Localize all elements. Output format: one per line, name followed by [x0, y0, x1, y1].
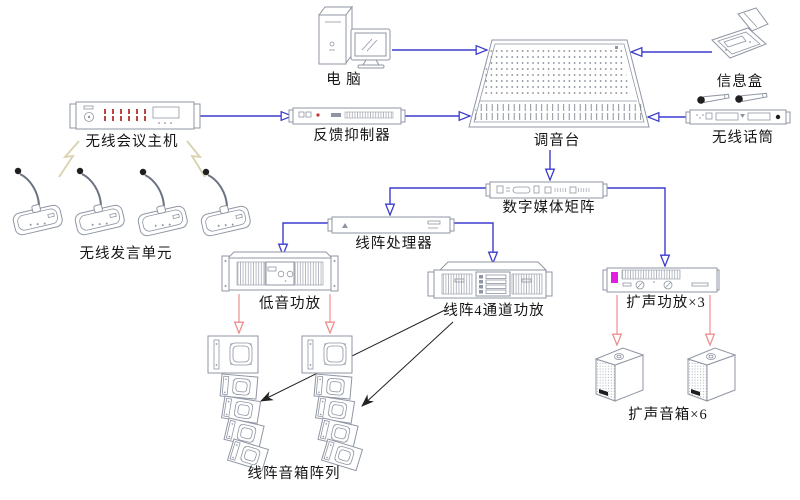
line-array-node: 线阵音箱阵列	[208, 336, 362, 482]
computer-node: 电 脑	[318, 5, 391, 88]
wireless-mic-node: 无线话筒	[685, 92, 791, 146]
array-amp-label: 线阵4通道功放	[443, 302, 544, 319]
info-box-label: 信息盒	[717, 73, 764, 90]
pa-speaker-icon	[595, 347, 644, 402]
conference-host-node: 无线会议主机	[69, 101, 201, 150]
computer-tower-icon	[318, 5, 353, 65]
media-matrix-icon	[485, 181, 608, 199]
array-processor-icon	[327, 216, 455, 234]
gooseneck-mic-icon	[72, 166, 127, 238]
bass-amp-node: 低音功放	[221, 251, 339, 312]
pa-amp-node: 扩声功放×3	[602, 267, 720, 311]
mixer-node: 调音台	[468, 39, 650, 149]
info-box-node: 信息盒	[711, 7, 769, 90]
mixer-label: 调音台	[534, 132, 581, 149]
conference-host-icon	[69, 101, 201, 130]
conn-matrix-processor	[390, 187, 490, 215]
gooseneck-mic-icon	[10, 166, 65, 238]
computer-label: 电 脑	[326, 71, 362, 88]
pa-amp-icon	[602, 267, 720, 293]
gooseneck-mic-icon	[198, 167, 253, 239]
feedback-suppressor-label: 反馈抑制器	[313, 127, 391, 144]
bass-amp-icon	[221, 251, 339, 292]
conn-arrayamp-array-left	[260, 309, 446, 402]
gooseneck-mic-icon	[135, 167, 190, 239]
wireless-link-left	[58, 140, 80, 178]
feedback-suppressor-icon	[288, 107, 406, 125]
computer-monitor-icon	[350, 28, 391, 69]
wireless-mic-label: 无线话筒	[712, 129, 774, 146]
pa-speakers-label: 扩声音箱×6	[628, 405, 707, 423]
line-array-stack-icon	[208, 336, 268, 471]
array-processor-node: 线阵处理器	[327, 216, 455, 252]
floor-socket-icon	[711, 7, 769, 59]
conn-arrayamp-array-right	[361, 321, 454, 407]
conn-matrix-paamp	[603, 187, 665, 266]
connections	[58, 50, 712, 407]
line-array-label: 线阵音箱阵列	[248, 465, 341, 482]
feedback-suppressor-node: 反馈抑制器	[288, 107, 406, 144]
line-array-stack-icon	[302, 336, 362, 471]
conn-processor-bassamp	[283, 222, 332, 255]
conn-processor-arrayamp	[450, 222, 493, 263]
mic-receiver-icon	[685, 109, 791, 125]
media-matrix-label: 数字媒体矩阵	[503, 199, 596, 216]
pa-amp-label: 扩声功放×3	[626, 293, 705, 311]
pa-speakers-node: 扩声音箱×6	[595, 347, 736, 423]
wireless-link-right	[186, 140, 206, 178]
speech-units-node: 无线发言单元	[10, 166, 253, 262]
conference-host-label: 无线会议主机	[86, 133, 179, 150]
handheld-mic-icon	[735, 92, 768, 103]
array-amp-node: 线阵4通道功放	[427, 261, 553, 319]
speech-units-label: 无线发言单元	[80, 245, 173, 262]
pa-speaker-icon	[687, 347, 736, 402]
bass-amp-label: 低音功放	[259, 295, 321, 312]
array-amp-icon	[427, 261, 553, 299]
array-processor-label: 线阵处理器	[355, 235, 433, 252]
media-matrix-node: 数字媒体矩阵	[485, 181, 608, 216]
handheld-mic-icon	[697, 93, 730, 104]
